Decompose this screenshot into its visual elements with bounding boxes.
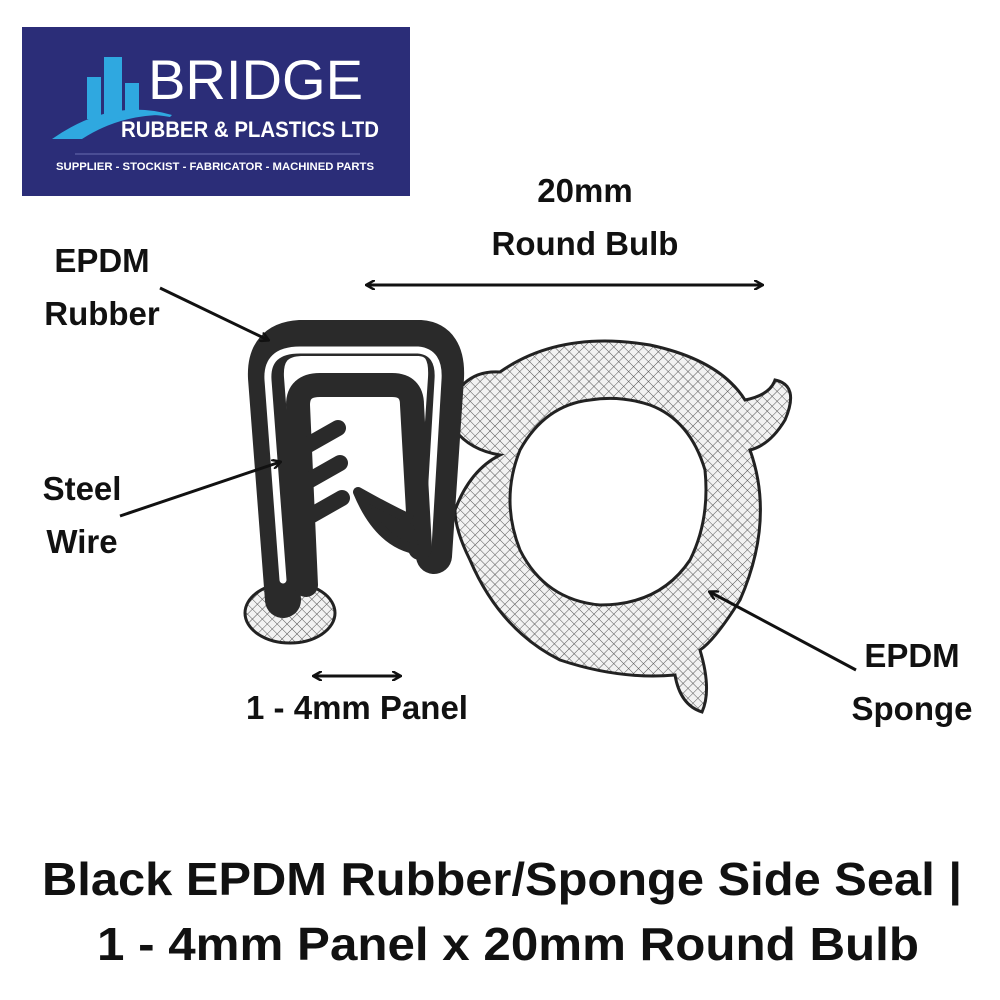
bulb-name-label: Round Bulb	[492, 225, 679, 262]
logo-company: RUBBER & PLASTICS LTD	[121, 117, 379, 142]
wire-label-1: Steel	[43, 470, 122, 507]
rubber-label-2: Rubber	[44, 295, 160, 332]
title-line-2: 1 - 4mm Panel x 20mm Round Bulb	[97, 918, 919, 970]
sponge-label-1: EPDM	[864, 637, 959, 674]
sponge-label-2: Sponge	[852, 690, 973, 727]
logo-tagline: SUPPLIER - STOCKIST - FABRICATOR - MACHI…	[56, 161, 374, 173]
hook-lip	[353, 487, 421, 555]
logo-brand: BRIDGE	[148, 48, 363, 111]
rubber-clip	[247, 320, 465, 618]
title-line-1: Black EPDM Rubber/Sponge Side Seal |	[42, 853, 962, 905]
building-bridge-icon: BRIDGE RUBBER & PLASTICS LTD SUPPLIER - …	[52, 48, 379, 173]
company-logo: BRIDGE RUBBER & PLASTICS LTD SUPPLIER - …	[22, 27, 410, 196]
steel-wire	[264, 346, 442, 584]
rubber-pointer-arrow	[159, 286, 268, 340]
wire-label-2: Wire	[46, 523, 117, 560]
rubber-label-1: EPDM	[54, 242, 149, 279]
bulb-size-label: 20mm	[537, 172, 632, 209]
wire-pointer-arrow	[119, 462, 280, 518]
panel-label: 1 - 4mm Panel	[246, 689, 468, 726]
grip-fingers	[300, 420, 350, 523]
sponge-pointer-arrow	[710, 592, 857, 672]
